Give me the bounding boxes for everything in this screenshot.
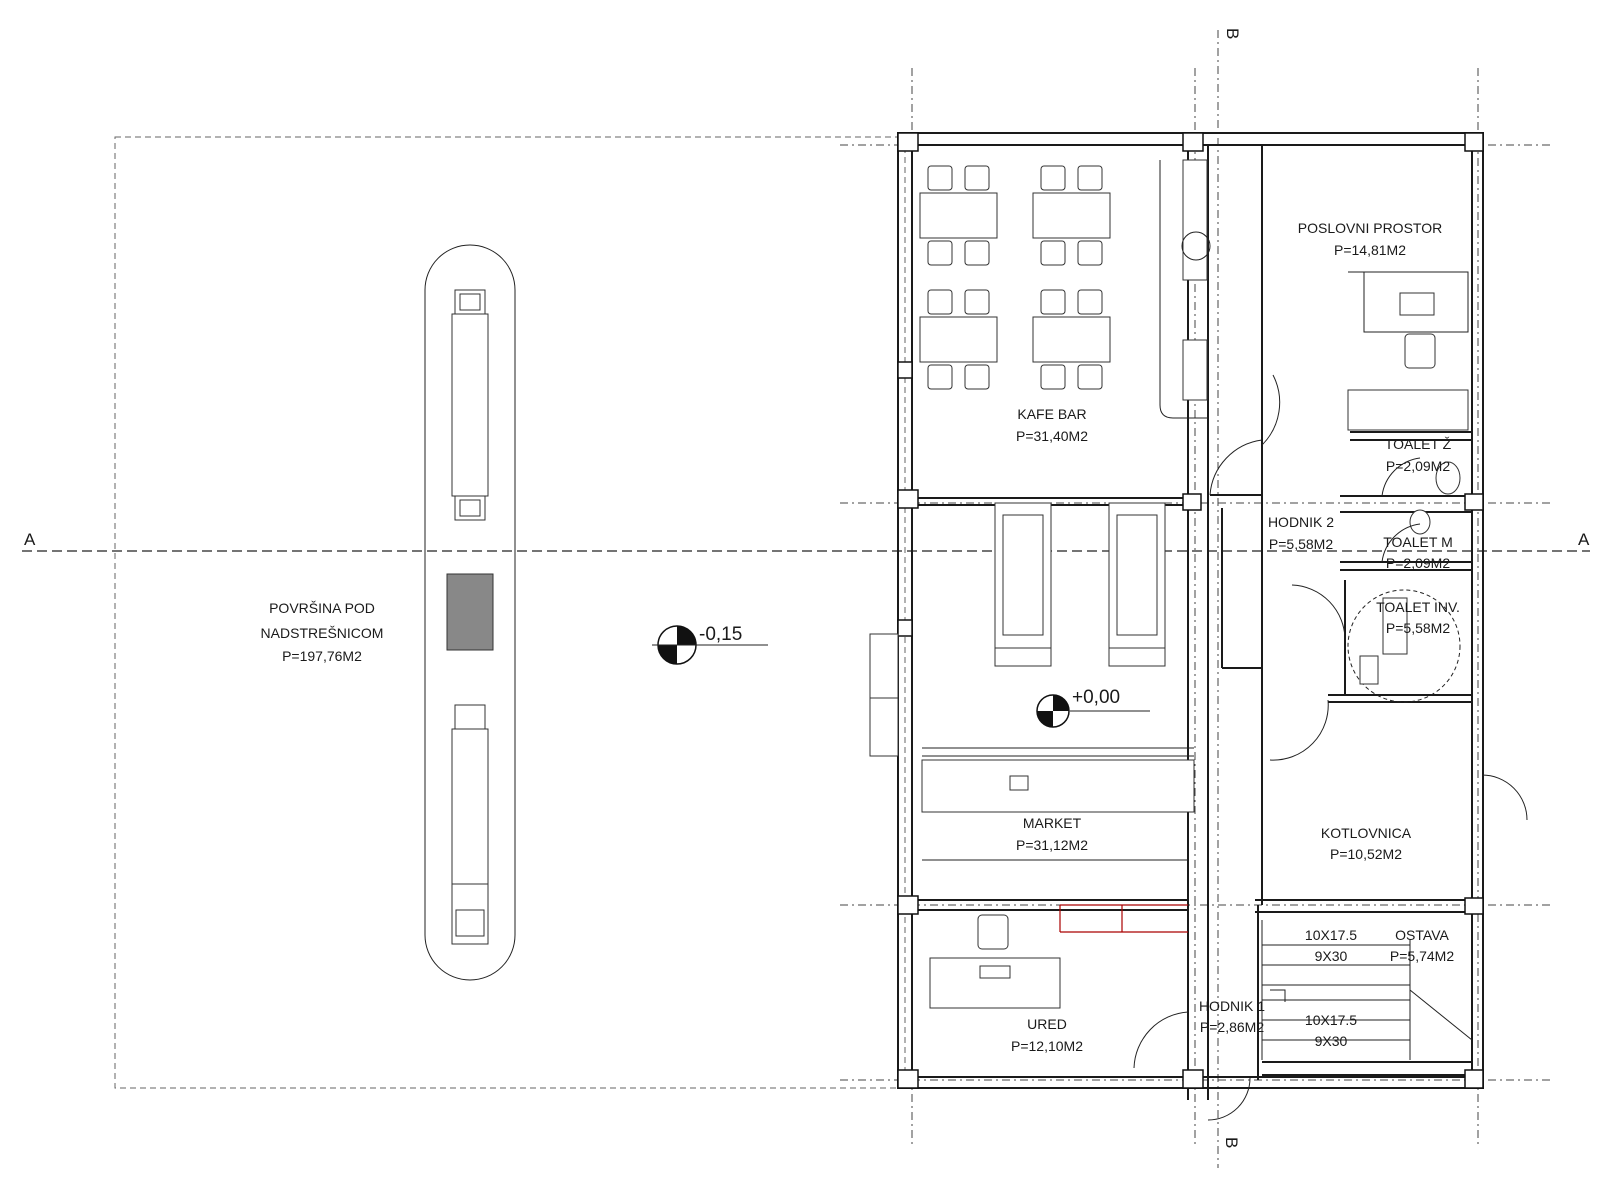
canopy-name-line2: NADSTREŠNICOM (261, 625, 384, 641)
staircase (1261, 920, 1473, 1060)
ostava-area: P=5,74M2 (1390, 948, 1454, 964)
parking-oval (424, 244, 516, 981)
entrance-door-swing (1207, 1077, 1251, 1121)
market-area: P=31,12M2 (1016, 837, 1088, 853)
poslovni-area: P=14,81M2 (1334, 242, 1406, 258)
hodnik2-door-swing (1209, 439, 1263, 496)
hodnik2-name: HODNIK 2 (1268, 514, 1334, 530)
canopy-name-line1: POVRŠINA POD (269, 600, 375, 616)
kotlovnica-area: P=10,52M2 (1330, 846, 1402, 862)
hodnik1-name: HODNIK 1 (1199, 998, 1265, 1014)
canopy-area: P=197,76M2 (282, 648, 362, 664)
hodnik1-area: P=2,86M2 (1200, 1019, 1264, 1035)
poslovni-furniture (1261, 271, 1469, 446)
market-furniture (869, 502, 1195, 861)
toalet-inv-area: P=5,58M2 (1386, 620, 1450, 636)
stair-lower-rise: 10X17.5 (1305, 1012, 1357, 1028)
level-marker-outdoor (652, 625, 768, 665)
ured-area: P=12,10M2 (1011, 1038, 1083, 1054)
toilet-fixtures (1269, 457, 1528, 821)
ured-furniture (929, 904, 1189, 1069)
kotlovnica-name: KOTLOVNICA (1321, 825, 1412, 841)
kafe-bar-name: KAFE BAR (1017, 406, 1086, 422)
level-outdoor-label: -0,15 (699, 624, 742, 645)
market-name: MARKET (1023, 815, 1082, 831)
structural-columns (897, 132, 1484, 1089)
hodnik2-area: P=5,58M2 (1269, 536, 1333, 552)
toalet-z-name: TOALET Ž (1385, 436, 1452, 452)
canopy-outline (114, 136, 906, 1089)
section-a-right-label: A (1578, 530, 1590, 549)
toalet-m-area: P=2,09M2 (1386, 555, 1450, 571)
stair-lower-tread: 9X30 (1315, 1033, 1348, 1049)
kafe-bar-area: P=31,40M2 (1016, 428, 1088, 444)
poslovni-name: POSLOVNI PROSTOR (1298, 220, 1442, 236)
section-b-top-label: B (1223, 28, 1242, 39)
hatched-pad (446, 573, 494, 651)
section-b-bottom-label: B (1222, 1137, 1241, 1148)
stair-upper-tread: 9X30 (1315, 948, 1348, 964)
toalet-inv-name: TOALET INV. (1376, 599, 1460, 615)
ured-name: URED (1027, 1016, 1067, 1032)
toalet-z-area: P=2,09M2 (1386, 458, 1450, 474)
kafe-bar-furniture (919, 159, 1211, 419)
stair-upper-rise: 10X17.5 (1305, 927, 1357, 943)
level-marker-indoor (1036, 694, 1150, 728)
ostava-name: OSTAVA (1395, 927, 1449, 943)
section-a-left-label: A (24, 530, 36, 549)
level-indoor-label: +0,00 (1072, 687, 1120, 708)
toalet-m-name: TOALET M (1383, 534, 1453, 550)
